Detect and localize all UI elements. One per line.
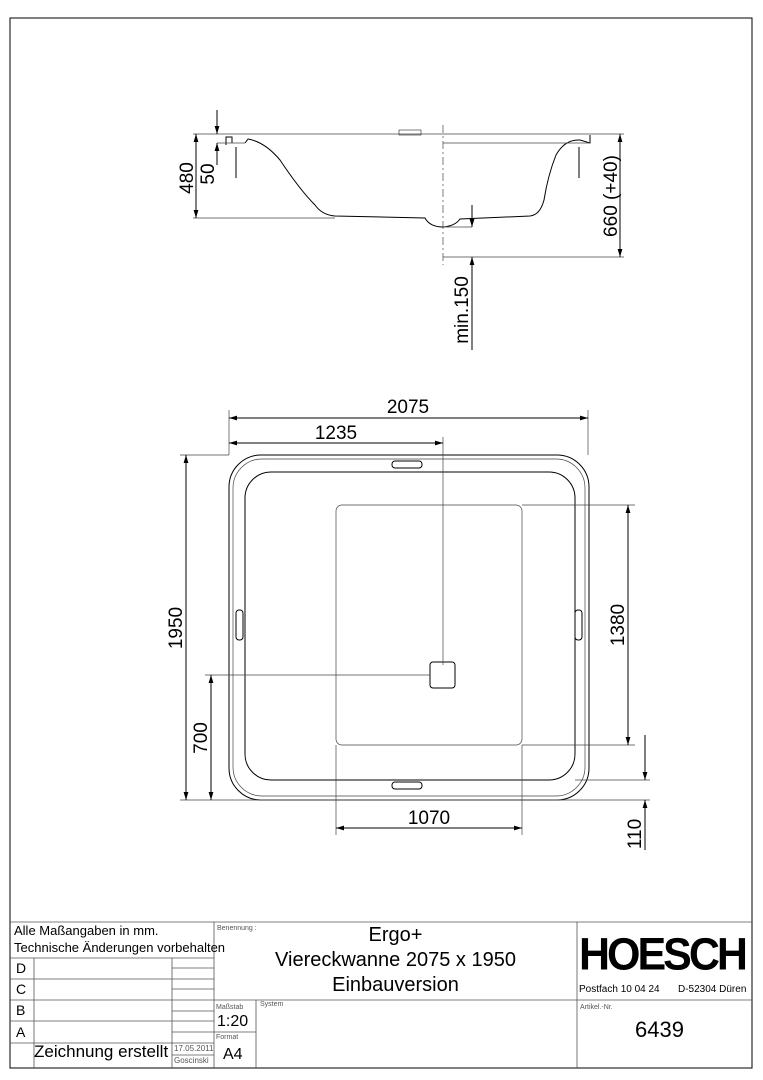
overflow-part (398, 129, 422, 136)
title-line-3: Einbauversion (332, 974, 459, 996)
dim-1235: 1235 (315, 423, 357, 444)
revision-a: A (16, 1024, 26, 1040)
format-value: A4 (223, 1046, 243, 1063)
plan-view: 2075 1235 1950 700 1380 1070 110 (166, 397, 650, 850)
dim-1070: 1070 (408, 808, 450, 829)
created-date: 17.05.2011 (174, 1044, 214, 1053)
tub-profile (225, 135, 591, 228)
brand-logo: HOESCH (579, 929, 748, 981)
format-label: Format (216, 1034, 239, 1041)
created-label: Zeichnung erstellt (34, 1042, 169, 1061)
title: Ergo+ Viereckwanne 2075 x 1950 Einbauver… (214, 923, 577, 998)
revision-d: D (16, 960, 27, 976)
dim-2075: 2075 (387, 397, 429, 418)
side-view: 480 50 660 (+40) min.150 (177, 110, 624, 350)
revision-b: B (16, 1002, 26, 1018)
title-line-1: Ergo+ (368, 924, 423, 946)
city: D-52304 Düren (678, 984, 747, 995)
massstab-label: Maßstab (216, 1004, 244, 1011)
tub-floor (335, 504, 523, 746)
artikel-number: 6439 (635, 1017, 684, 1042)
dim-1950: 1950 (166, 607, 187, 649)
created-by: Goscinski (174, 1056, 209, 1065)
revision-c: C (16, 981, 27, 997)
artikel-label: Artikel.-Nr. (580, 1004, 613, 1011)
dim-110: 110 (625, 819, 646, 849)
dim-1380: 1380 (608, 604, 629, 646)
title-line-2: Viereckwanne 2075 x 1950 (275, 949, 516, 971)
tub-outer-rim (228, 454, 590, 801)
dim-min150: min.150 (452, 276, 473, 344)
handle-left (235, 609, 244, 641)
handle-right (574, 609, 583, 641)
benennung-label: Benennung : (217, 925, 257, 932)
dim-50: 50 (198, 163, 219, 184)
system-label: System (260, 1001, 284, 1008)
dim-660: 660 (+40) (601, 155, 622, 237)
handle-bottom (391, 781, 423, 790)
dim-480: 480 (177, 162, 198, 194)
drawing-frame (9, 17, 753, 1069)
note-units: Alle Maßangaben in mm. (14, 923, 159, 938)
tub-inner-edge (244, 471, 576, 781)
address: Postfach 10 04 24 (579, 984, 660, 995)
title-block-grid (10, 921, 752, 1068)
handle-top (391, 460, 423, 469)
massstab-value: 1:20 (217, 1013, 249, 1030)
drain (429, 661, 456, 689)
dim-700: 700 (191, 722, 212, 754)
note-changes: Technische Änderungen vorbehalten (14, 940, 226, 955)
